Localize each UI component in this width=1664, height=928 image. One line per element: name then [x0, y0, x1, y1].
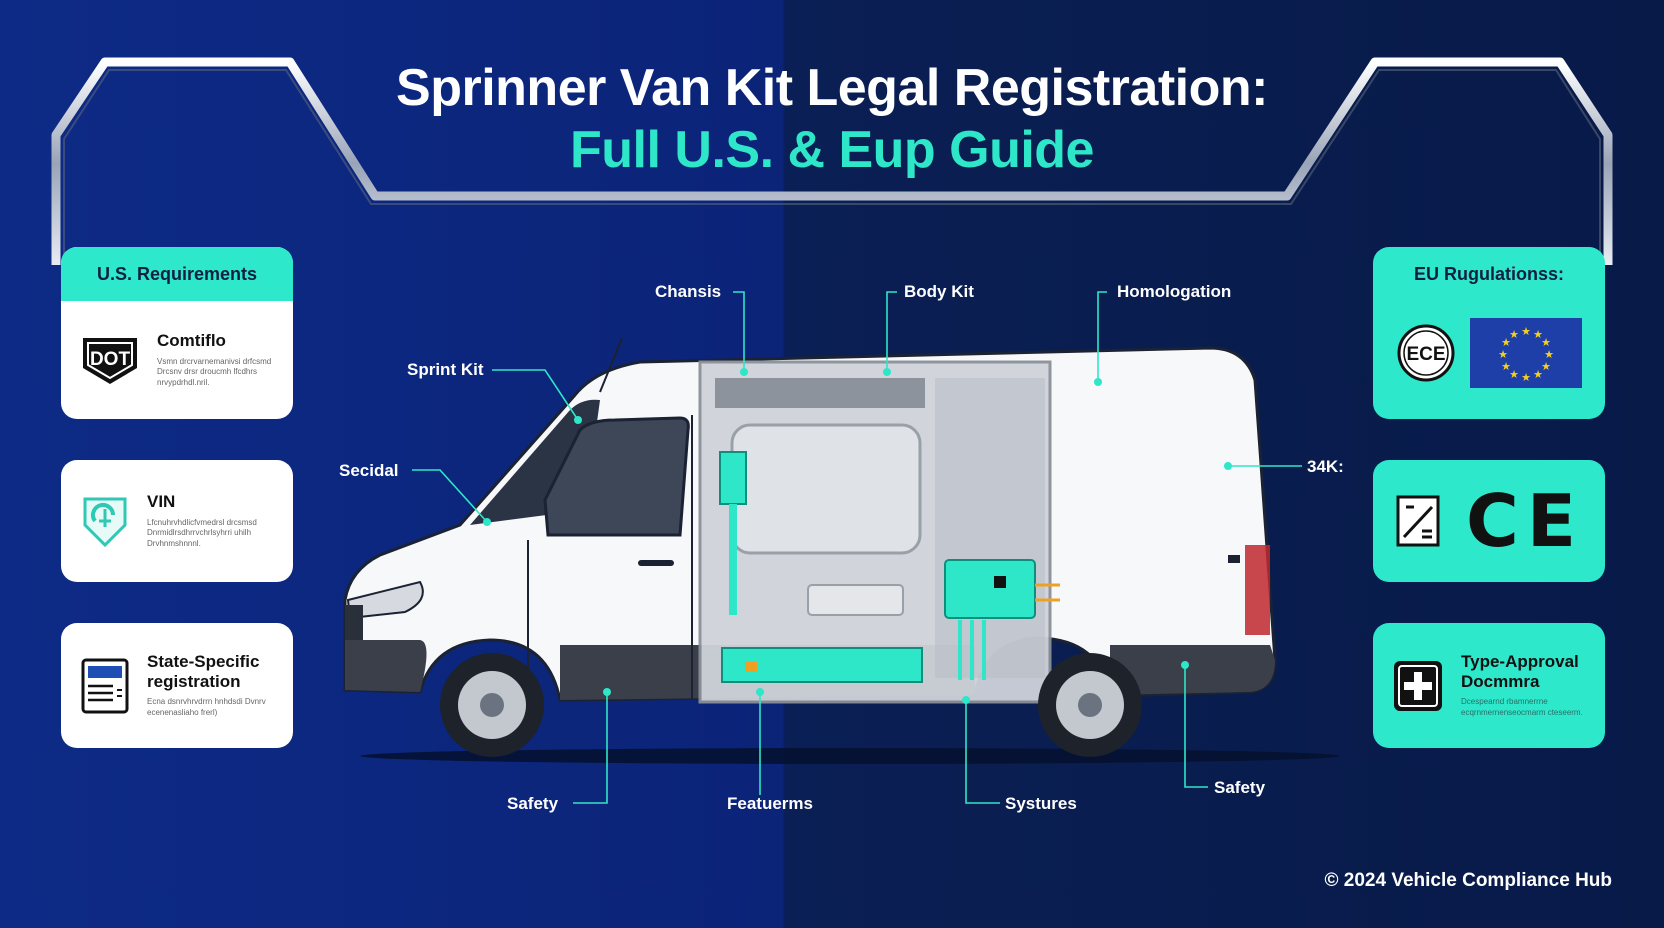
- card-title: VIN: [147, 492, 176, 512]
- ece-badge-icon: ECE: [1396, 323, 1456, 383]
- signature-document-icon: [1394, 493, 1442, 549]
- card-title: Type-Approval Docmmra: [1461, 652, 1579, 691]
- card-description: Dcespearnd rbamnerrne ecqrnmernenseocmar…: [1461, 697, 1583, 718]
- label-homologation: Homologation: [1117, 282, 1232, 301]
- label-safety-left: Safety: [507, 794, 559, 813]
- svg-text:★: ★: [1501, 360, 1511, 373]
- label-secidal: Secidal: [339, 461, 399, 480]
- ce-mark: CE: [1465, 479, 1585, 563]
- svg-text:★: ★: [1521, 325, 1531, 338]
- label-weight: 34K:: [1307, 457, 1344, 476]
- page-title: Sprinner Van Kit Legal Registration:: [396, 59, 1268, 117]
- state-registration-card: State-Specific registration Ecna dsnrvhr…: [61, 623, 293, 748]
- svg-text:★: ★: [1541, 336, 1551, 349]
- svg-text:★: ★: [1533, 368, 1543, 381]
- svg-text:★: ★: [1509, 328, 1519, 341]
- rear-wheel: [1038, 653, 1142, 757]
- label-systures: Systures: [1005, 794, 1077, 813]
- type-approval-card: Type-Approval Docmmra Dcespearnd rbamner…: [1373, 623, 1605, 748]
- card-description: Lfcnuhrvhdlicfvmedrsl drcsmsd Dnrmidlrsd…: [147, 517, 257, 549]
- front-wheel: [440, 653, 544, 757]
- card-title: State-Specific registration: [147, 652, 260, 691]
- registration-document-icon: [79, 656, 131, 716]
- vin-card: VIN Lfcnuhrvhdlicfvmedrsl drcsmsd Dnrmid…: [61, 460, 293, 582]
- svg-text:★: ★: [1521, 371, 1531, 384]
- card-title: Comtiflo: [157, 331, 226, 351]
- label-sprint-kit: Sprint Kit: [407, 360, 484, 379]
- us-requirements-card: U.S. Requirements DOT Comtiflo Vsmn drcr…: [61, 247, 293, 419]
- dot-shield-icon: DOT: [79, 332, 141, 388]
- ece-text: ECE: [1406, 344, 1445, 365]
- eu-flag-icon: ★★★ ★★★ ★★★ ★★★: [1470, 318, 1582, 388]
- ce-mark-card: CE: [1373, 460, 1605, 582]
- svg-text:★: ★: [1498, 348, 1508, 361]
- vin-shield-icon: [79, 491, 131, 551]
- svg-text:★: ★: [1533, 328, 1543, 341]
- eu-regulations-card: EU Rugulationss: ECE ★★★ ★★★ ★★★ ★★★: [1373, 247, 1605, 419]
- card-description: Vsmn drcrvarnemanivsi drfcsmd Drcsnv drs…: [157, 356, 272, 388]
- page-subtitle: Full U.S. & Eup Guide: [570, 121, 1094, 179]
- label-body-kit: Body Kit: [904, 282, 974, 301]
- copyright-footer: © 2024 Vehicle Compliance Hub: [1324, 870, 1613, 891]
- dot-text: DOT: [90, 349, 131, 370]
- svg-text:★: ★: [1509, 368, 1519, 381]
- card-description: Ecna dsnrvhrvdrrn hnhdsdi Dvnrv ecenenas…: [147, 697, 266, 718]
- label-featuerms: Featuerms: [727, 794, 813, 813]
- us-requirements-header: U.S. Requirements: [61, 247, 293, 301]
- medical-cross-icon: [1391, 657, 1445, 715]
- svg-text:★: ★: [1541, 360, 1551, 373]
- label-chassis: Chansis: [655, 282, 722, 301]
- svg-text:★: ★: [1501, 336, 1511, 349]
- eu-regulations-header: EU Rugulationss:: [1413, 263, 1564, 284]
- svg-text:★: ★: [1544, 348, 1554, 361]
- label-safety-right: Safety: [1214, 778, 1266, 797]
